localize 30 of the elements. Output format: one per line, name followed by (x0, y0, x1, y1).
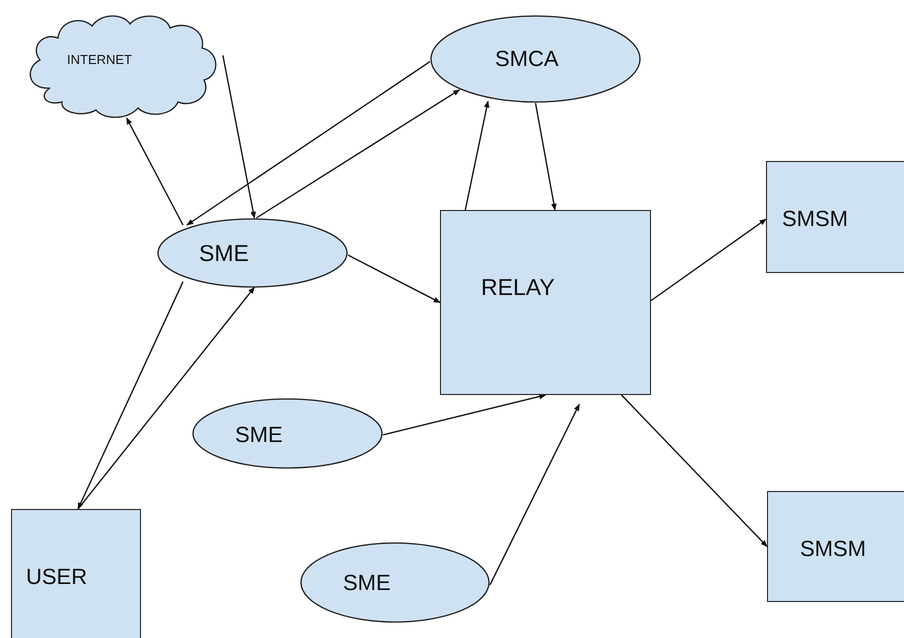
arrow (186, 61, 430, 226)
ellipse-node (430, 15, 641, 103)
node-label: RELAY (481, 276, 555, 299)
ellipse-node (157, 218, 348, 288)
node-label: SME (199, 242, 249, 265)
node-label: INTERNET (67, 53, 132, 66)
node-label: SMCA (495, 48, 559, 70)
arrow (382, 394, 546, 436)
process-box (11, 509, 141, 638)
arrow (256, 89, 460, 219)
arrow (464, 100, 490, 210)
process-box (766, 161, 904, 273)
arrow (78, 286, 255, 510)
ellipse-node (300, 542, 490, 623)
arrow (222, 55, 256, 219)
ellipse-node (192, 398, 383, 469)
arrow (77, 281, 184, 510)
node-label: SMSM (800, 538, 866, 560)
arrow (489, 404, 580, 586)
arrow (126, 117, 184, 226)
node-label: SMSM (782, 208, 848, 230)
arrow (348, 254, 441, 304)
node-label: USER (26, 566, 88, 588)
arrow (650, 218, 767, 302)
arrow (621, 394, 768, 547)
process-box (767, 491, 904, 602)
process-box (440, 210, 651, 395)
node-label: SME (343, 572, 391, 594)
node-label: SME (235, 424, 283, 446)
arrow (534, 102, 557, 211)
